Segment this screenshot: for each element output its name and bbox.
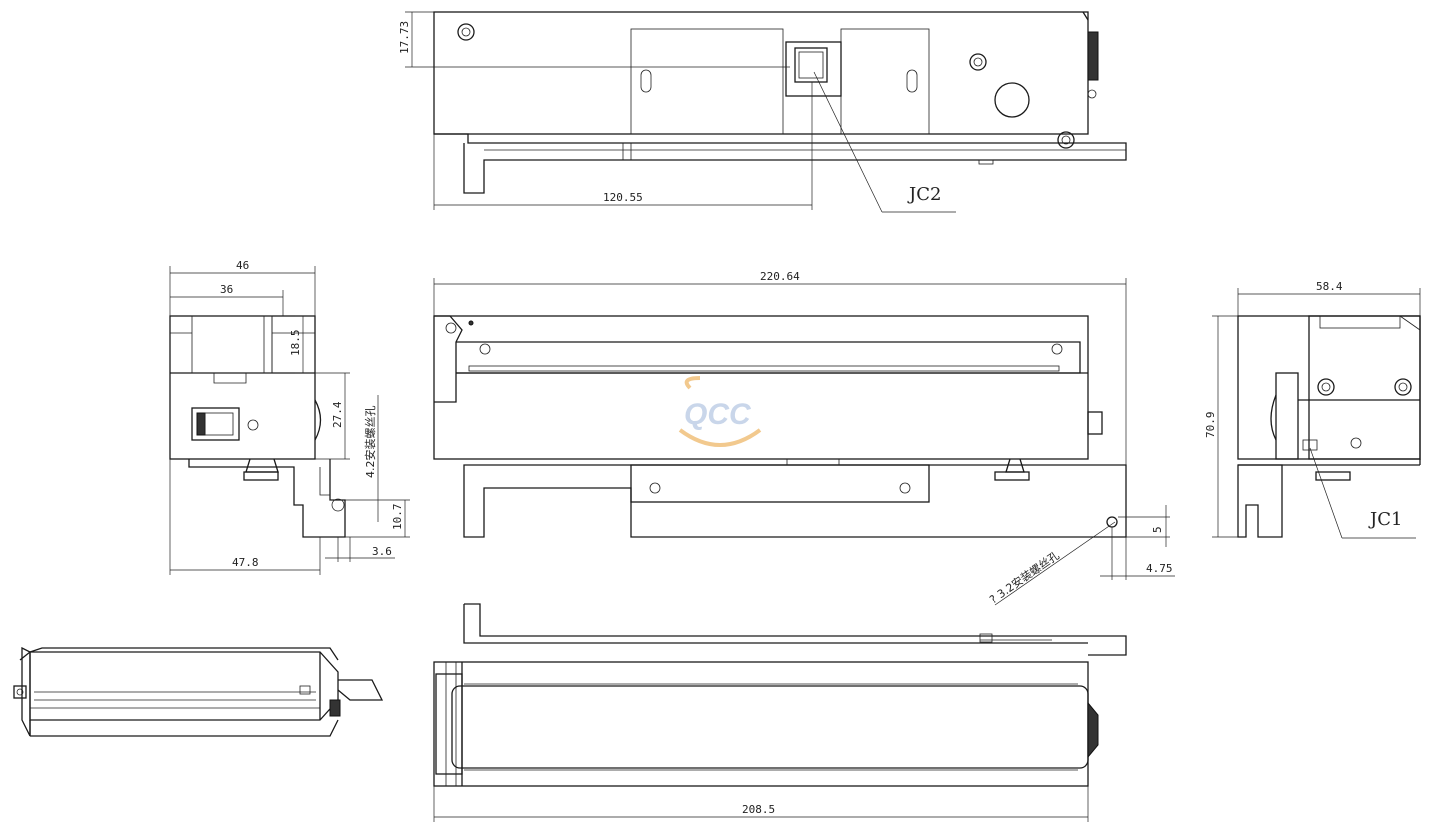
front-view: 220.64 5 4.75 ? 3.2安装螺丝孔 QCC: [433, 270, 1175, 606]
bottom-view: 208.5: [433, 603, 1127, 822]
label-screw-4-2: 4.2安装螺丝孔: [363, 406, 377, 479]
dim-4-75: 4.75: [1146, 562, 1173, 575]
label-screw-3-2: ? 3.2安装螺丝孔: [987, 548, 1062, 606]
dim-220-64: 220.64: [760, 270, 800, 283]
dim-120-55: 120.55: [603, 191, 643, 204]
dim-3-6: 3.6: [372, 545, 392, 558]
dim-10-7: 10.7: [391, 504, 404, 531]
dim-27-4: 27.4: [331, 401, 344, 428]
dim-58-4: 58.4: [1316, 280, 1343, 293]
left-side-view: 46 36 18.5 27.4 47.8 10.7 3.6 4.2安装螺丝孔: [169, 259, 410, 575]
dim-70-9: 70.9: [1204, 412, 1217, 439]
label-jc2: JC2: [907, 184, 941, 205]
dim-17-73: 17.73: [398, 21, 411, 54]
isometric-view: [13, 646, 384, 737]
dim-47-8: 47.8: [232, 556, 259, 569]
dim-5: 5: [1151, 526, 1164, 533]
dim-46: 46: [236, 259, 249, 272]
label-jc1: JC1: [1368, 509, 1402, 530]
right-side-view: 58.4 70.9 JC1: [1204, 280, 1421, 539]
top-view: 17.73 120.55 JC2: [398, 11, 1127, 213]
dim-36: 36: [220, 283, 233, 296]
watermark-qcc: QCC: [684, 398, 752, 431]
dim-18-5: 18.5: [289, 330, 302, 357]
dim-208-5: 208.5: [742, 803, 775, 816]
